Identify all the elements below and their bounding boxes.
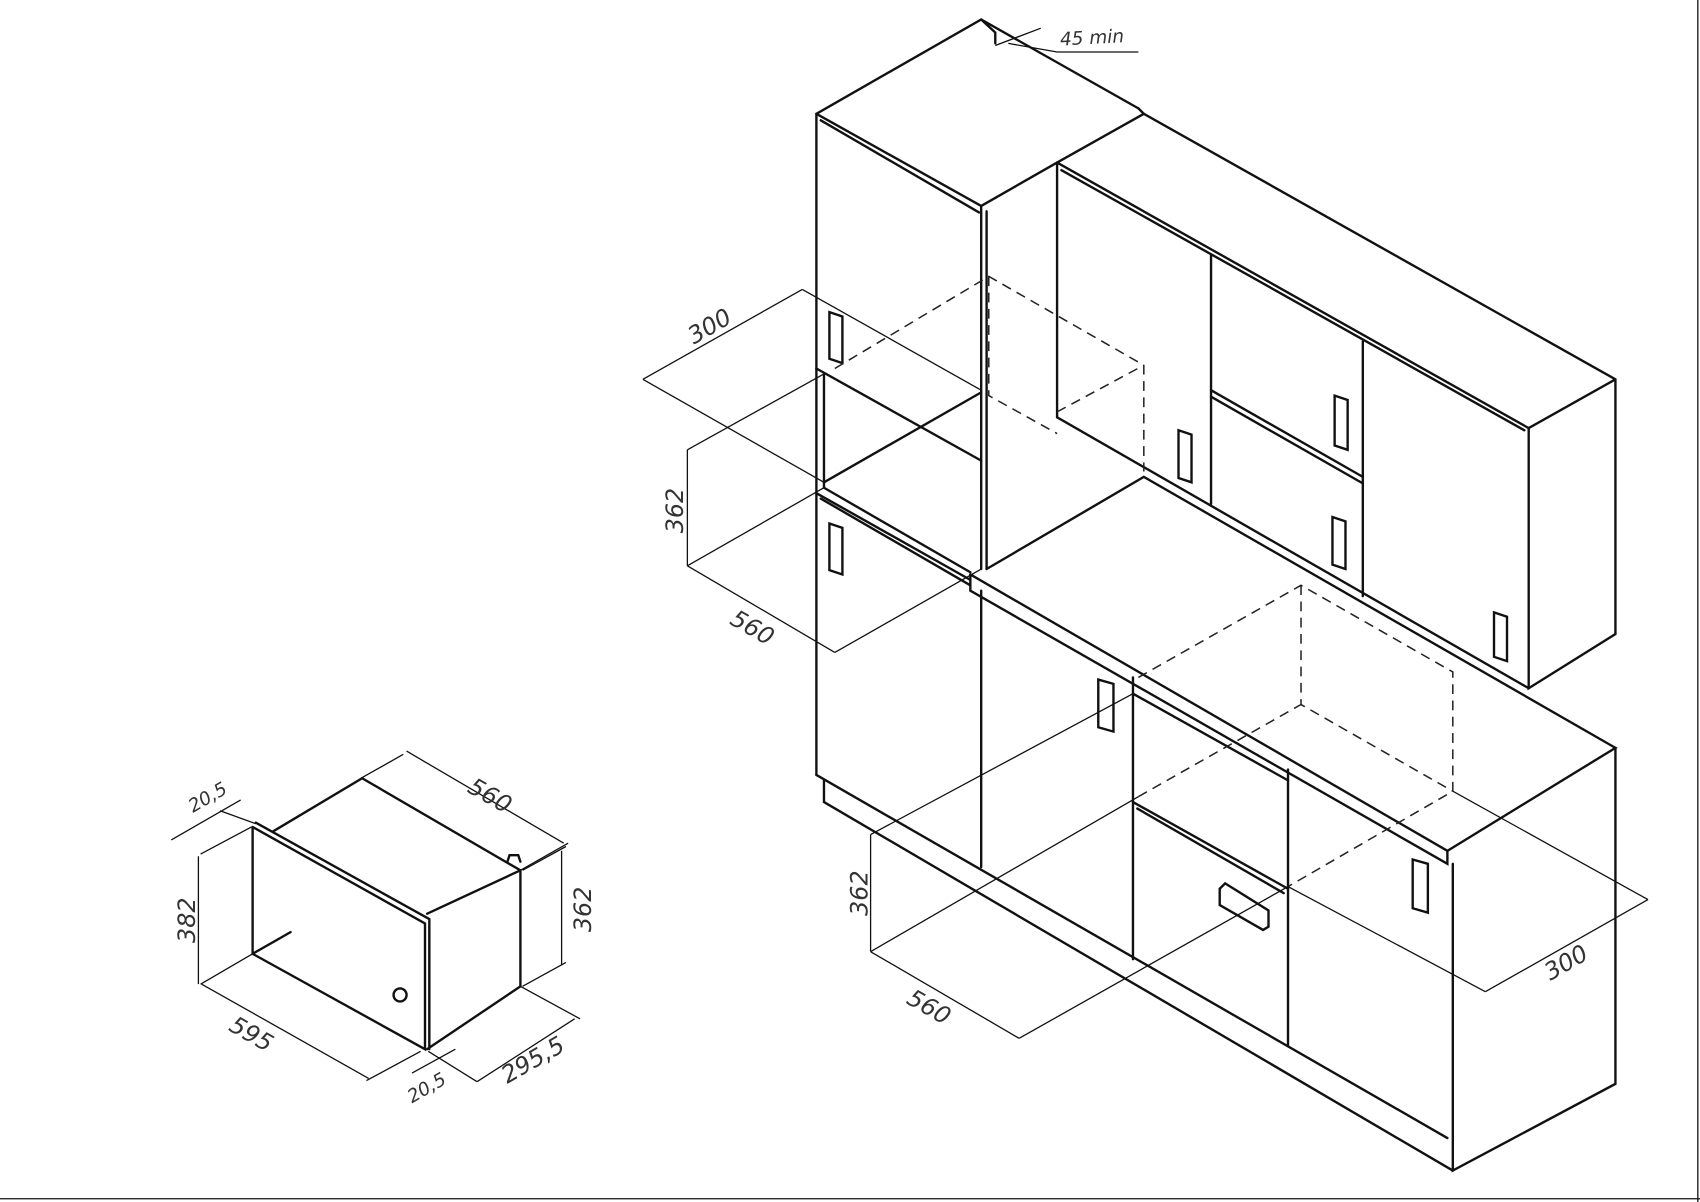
dimension-line bbox=[995, 27, 1042, 47]
microwave-outline bbox=[425, 869, 522, 915]
dimension-line bbox=[522, 845, 567, 871]
dimension-line bbox=[870, 796, 1139, 953]
tall-cabinet bbox=[979, 18, 997, 45]
tall-cabinet bbox=[815, 491, 972, 582]
microwave-vent bbox=[506, 853, 522, 863]
countertop-and-base bbox=[1136, 807, 1285, 895]
niche-cavity-dashed bbox=[1056, 364, 1145, 413]
cabinet-handle bbox=[1331, 515, 1347, 571]
dimension-line bbox=[870, 951, 1020, 1039]
dimension-line bbox=[219, 810, 257, 825]
countertop-and-base bbox=[969, 573, 1449, 866]
dimension-line bbox=[200, 953, 253, 985]
cabinet-handle bbox=[1218, 881, 1270, 932]
tall-cabinet bbox=[979, 161, 1059, 208]
tall-cabinet bbox=[819, 119, 981, 214]
microwave-outline bbox=[251, 825, 427, 1052]
dimension-line bbox=[520, 985, 581, 1020]
cabinet-handle bbox=[1492, 610, 1509, 663]
countertop-and-base bbox=[1131, 692, 1290, 782]
niche-cavity-dashed bbox=[988, 276, 1058, 435]
dimension-line bbox=[1485, 899, 1649, 993]
microwave-knob bbox=[392, 987, 408, 1003]
microwave bbox=[251, 776, 522, 1052]
dimension-line bbox=[520, 842, 569, 871]
dimension-line bbox=[870, 693, 1134, 836]
dimension-line bbox=[642, 288, 803, 380]
wall-cabinets bbox=[1209, 395, 1365, 485]
wall-cabinets bbox=[1060, 168, 1526, 432]
dimension-line bbox=[201, 983, 369, 1080]
cabinet-handle bbox=[1177, 428, 1193, 484]
countertop-and-base bbox=[1131, 800, 1290, 890]
dimension-line bbox=[834, 568, 982, 654]
tall-cabinet bbox=[819, 497, 972, 587]
dimension-line bbox=[1452, 790, 1649, 901]
niche-cavity-dashed bbox=[1138, 703, 1302, 798]
dimension-line bbox=[200, 826, 252, 855]
lower-height-362-label: 362 bbox=[845, 870, 873, 915]
cabinet-handle bbox=[1333, 393, 1349, 452]
dimension-line bbox=[687, 373, 825, 451]
cabinet-handle bbox=[828, 521, 844, 577]
dimension-line bbox=[476, 1018, 575, 1083]
dimension-line bbox=[360, 753, 404, 779]
dimension-line bbox=[687, 487, 825, 567]
mw-height-362-label: 362 bbox=[569, 887, 597, 932]
mw-height-382-label: 382 bbox=[173, 897, 201, 942]
wall-cabinets bbox=[1055, 161, 1530, 690]
niche-cavity-dashed bbox=[1138, 584, 1454, 888]
wall-cabinets bbox=[1055, 161, 1530, 430]
dimension-line bbox=[687, 565, 836, 654]
dimension-lines bbox=[170, 27, 1649, 1083]
cabinet-handle bbox=[1411, 857, 1430, 915]
dimension-line bbox=[406, 750, 565, 844]
niche-cavities bbox=[834, 275, 1454, 888]
dimension-line bbox=[1008, 42, 1139, 53]
tall-cabinet bbox=[822, 391, 983, 484]
dimension-line bbox=[170, 799, 242, 841]
dimension-line bbox=[642, 378, 825, 483]
wall-cabinets bbox=[1055, 112, 1146, 164]
dimension-line bbox=[411, 1048, 456, 1074]
clearance-label: 45 min bbox=[1059, 26, 1124, 50]
dimension-line bbox=[1287, 886, 1486, 993]
microwave-outline bbox=[251, 930, 292, 955]
cabinet-handle bbox=[1097, 677, 1115, 734]
tall-cabinet bbox=[815, 367, 983, 462]
upper-height-362-label: 362 bbox=[661, 488, 689, 533]
wall-cabinets bbox=[1209, 388, 1365, 479]
niche-cavity-dashed bbox=[834, 275, 1145, 472]
dimension-line bbox=[427, 1050, 478, 1083]
dimension-line bbox=[366, 1050, 421, 1082]
tall-cabinet bbox=[815, 18, 1140, 777]
dimension-line bbox=[522, 961, 567, 987]
countertop-and-base bbox=[1451, 746, 1617, 1173]
countertop-and-base bbox=[822, 779, 1454, 1172]
dimension-line bbox=[801, 288, 982, 391]
dimension-line bbox=[1018, 886, 1289, 1039]
microwave-outline bbox=[254, 821, 431, 1051]
